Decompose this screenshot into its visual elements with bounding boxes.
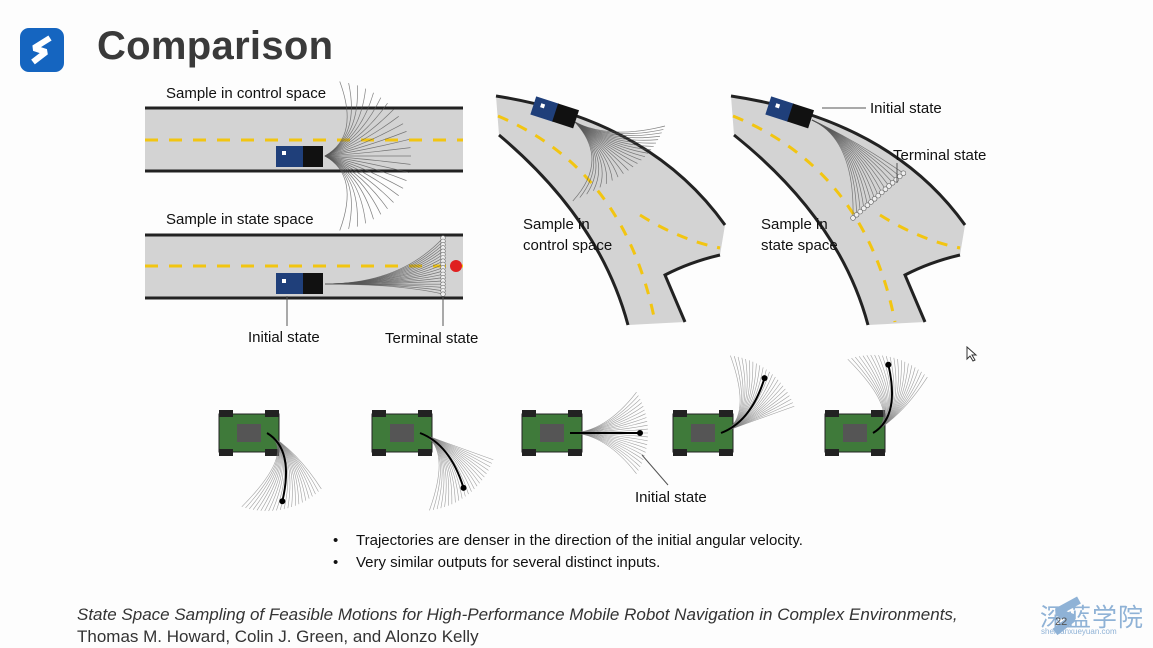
label-initial-state-curve: Initial state [870, 100, 942, 117]
page-number: 22 [1055, 616, 1068, 628]
watermark-logo-icon [1052, 596, 1081, 636]
trajectory-fan-state-straight [324, 237, 444, 295]
label-control-space-curve-line2: control space [523, 237, 613, 254]
bullet-item: Very similar outputs for several distinc… [333, 552, 803, 574]
citation-authors: Thomas M. Howard, Colin J. Green, and Al… [77, 627, 479, 646]
car-state-curve [765, 96, 815, 129]
trajectory-fan-control-straight [324, 81, 411, 231]
car-control-straight [276, 146, 323, 167]
trajectory-fan-state-curve [811, 119, 904, 219]
road-state-curve [730, 94, 967, 326]
label-terminal-state-straight: Terminal state [385, 330, 479, 347]
logo-s-icon [31, 35, 52, 65]
road-control-curve [495, 94, 727, 326]
label-state-space-curve-line2: state space [761, 237, 838, 254]
terminal-state-beads-curve [850, 170, 907, 221]
terminal-state-beads-straight [440, 235, 446, 297]
label-initial-state-robots: Initial state [635, 489, 707, 506]
mouse-cursor-icon [966, 346, 978, 362]
terminal-goal-dot [450, 260, 462, 272]
bullet-item: Trajectories are denser in the direction… [333, 530, 803, 552]
label-state-space-straight: Sample in state space [166, 211, 314, 228]
label-control-space-curve-line1: Sample in [523, 216, 590, 233]
watermark-text: 深蓝学院 [1040, 603, 1145, 632]
app-logo [20, 28, 64, 72]
robots-initial-pointer [641, 454, 669, 486]
robot-trajectory-row [218, 354, 928, 512]
label-initial-state-straight: Initial state [248, 329, 320, 346]
car-state-straight [276, 273, 323, 294]
citation-title: State Space Sampling of Feasible Motions… [77, 605, 958, 624]
label-control-space-straight: Sample in control space [166, 85, 327, 102]
car-control-curve [530, 96, 580, 129]
key-points-list: Trajectories are denser in the direction… [333, 530, 803, 574]
label-state-space-curve-line1: Sample in [761, 216, 828, 233]
reference-citation: State Space Sampling of Feasible Motions… [77, 604, 1007, 648]
slide-title: Comparison [97, 24, 334, 68]
label-terminal-state-curve: Terminal state [893, 147, 987, 164]
watermark-subtext: shenlanxueyuan.com [1041, 627, 1117, 636]
trajectory-fan-control-curve [572, 121, 666, 202]
